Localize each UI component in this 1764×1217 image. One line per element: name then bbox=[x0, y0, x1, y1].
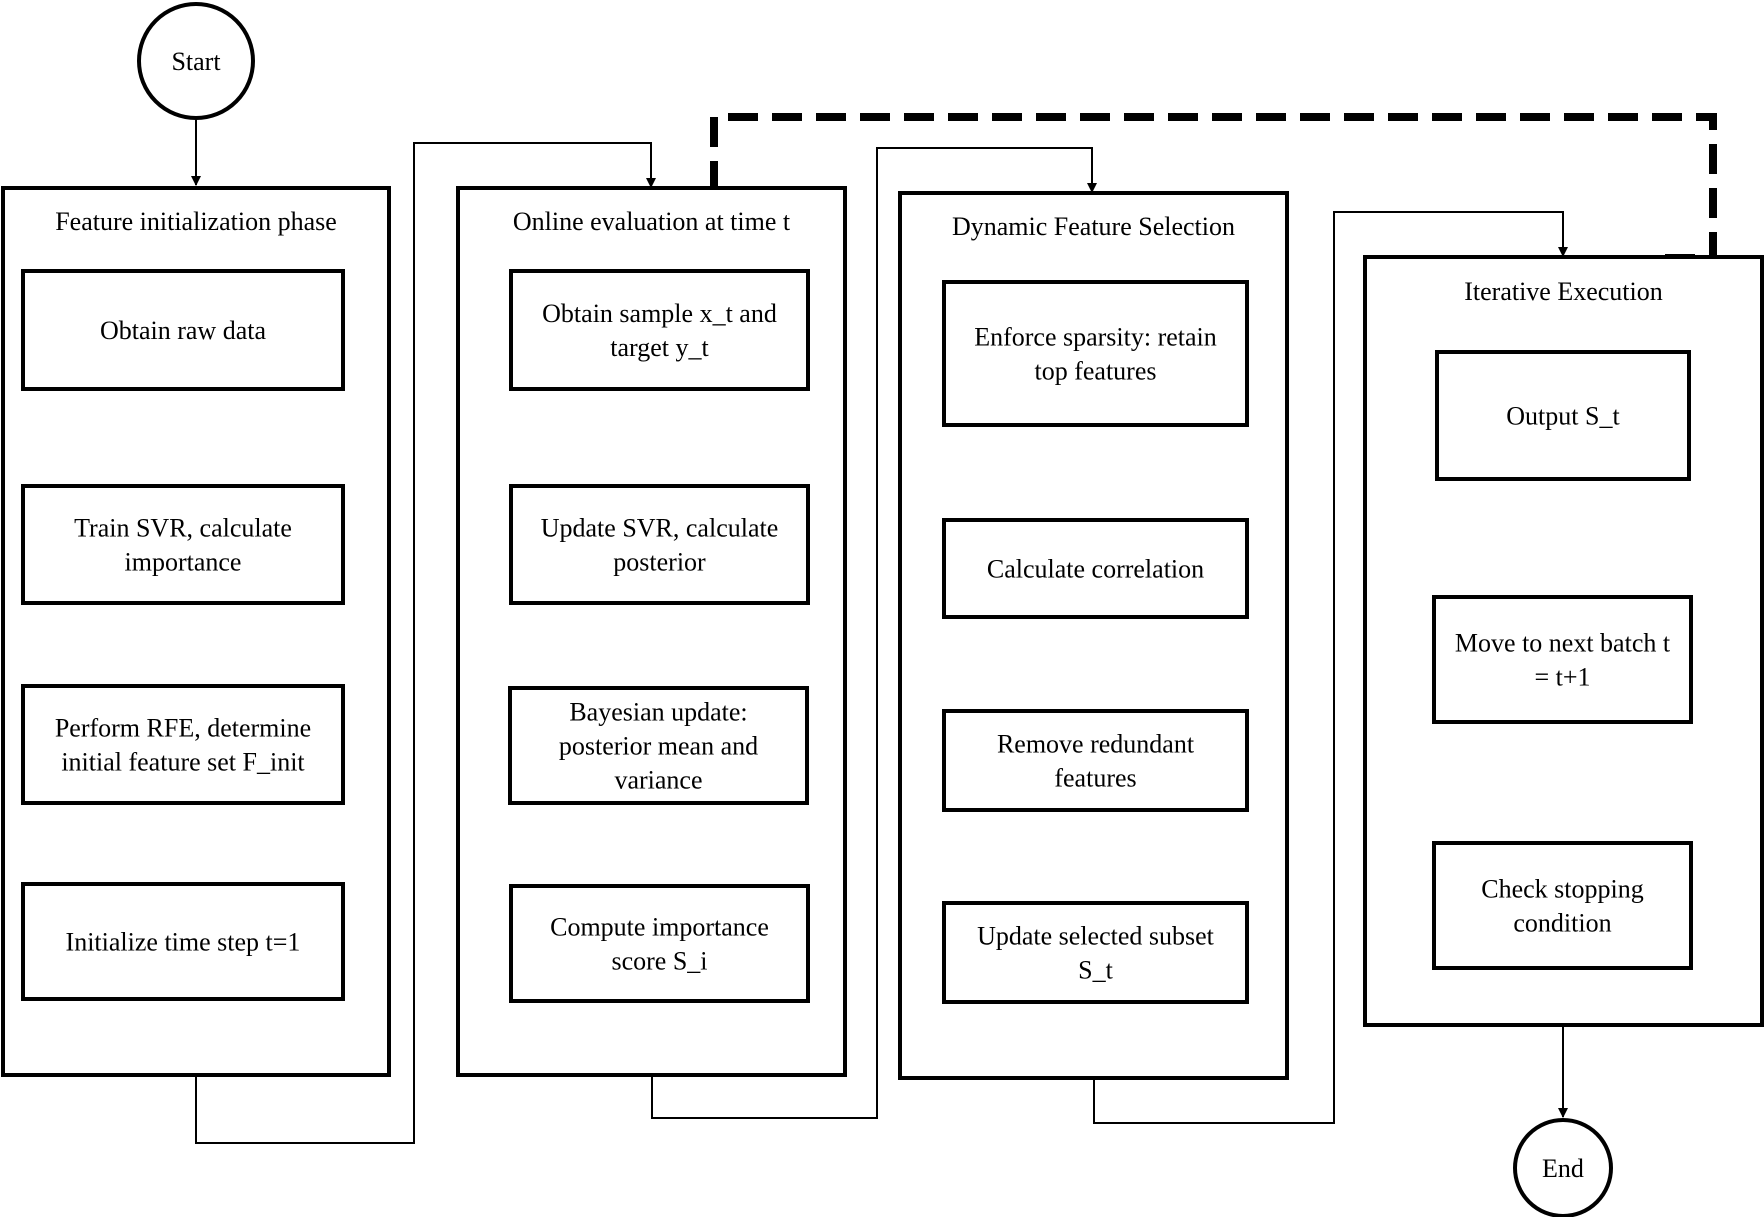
step-box-outline bbox=[942, 518, 1249, 619]
step-label: importance bbox=[125, 548, 242, 577]
step-label: score S_i bbox=[611, 947, 707, 976]
step-label: target y_t bbox=[610, 333, 709, 362]
step-label: Bayesian update: bbox=[569, 698, 747, 727]
step-label: Update SVR, calculate bbox=[541, 514, 779, 543]
step-box-outline bbox=[1435, 350, 1691, 481]
step-box: Obtain sample x_t and target y_t bbox=[509, 269, 810, 391]
step-label: initial feature set F_init bbox=[61, 748, 305, 777]
step-label: features bbox=[1054, 764, 1136, 793]
step-label: Obtain raw data bbox=[100, 316, 267, 345]
step-box-outline bbox=[21, 882, 345, 1001]
step-label: Enforce sparsity: retain bbox=[974, 323, 1217, 352]
end-label: End bbox=[1542, 1154, 1584, 1183]
step-label: Move to next batch t bbox=[1455, 629, 1671, 658]
step-box-outline bbox=[942, 901, 1249, 1004]
dashed-loop-back-arrow bbox=[702, 113, 1717, 270]
step-box: Enforce sparsity: retain top features bbox=[942, 280, 1249, 427]
start-terminal: Start bbox=[137, 2, 255, 120]
step-box-outline bbox=[942, 280, 1249, 427]
step-box: Calculate correlation bbox=[942, 518, 1249, 619]
step-box-outline bbox=[1432, 595, 1693, 724]
step-label: Remove redundant bbox=[997, 730, 1195, 759]
end-terminal: End bbox=[1513, 1118, 1613, 1217]
step-box-outline bbox=[509, 884, 810, 1003]
step-label: Output S_t bbox=[1506, 402, 1620, 431]
step-box-outline bbox=[509, 269, 810, 391]
step-label: Update selected subset bbox=[977, 922, 1215, 951]
step-box: Bayesian update: posterior mean and varian… bbox=[508, 686, 809, 805]
arrow-phase2-to-phase3 bbox=[651, 147, 1097, 1119]
step-label: Initialize time step t=1 bbox=[66, 928, 301, 957]
phase-title: Online evaluation at time t bbox=[513, 207, 791, 236]
step-box-outline bbox=[509, 484, 810, 605]
step-label: = t+1 bbox=[1534, 663, 1590, 692]
step-label: Compute importance bbox=[550, 913, 769, 942]
step-box: Initialize time step t=1 bbox=[21, 882, 345, 1001]
step-label: posterior mean and bbox=[559, 732, 758, 761]
step-label: Obtain sample x_t and bbox=[542, 299, 777, 328]
step-box: Check stopping condition bbox=[1432, 841, 1693, 970]
step-box: Update SVR, calculate posterior bbox=[509, 484, 810, 605]
arrow-phase1-to-phase2 bbox=[195, 142, 656, 1144]
step-box-outline bbox=[1432, 841, 1693, 970]
step-label: Check stopping bbox=[1481, 875, 1644, 904]
step-box: Remove redundant features bbox=[942, 709, 1249, 812]
step-box: Obtain raw data bbox=[21, 269, 345, 391]
phase-title: Feature initialization phase bbox=[55, 207, 337, 236]
step-box: Move to next batch t = t+1 bbox=[1432, 595, 1693, 724]
step-box-outline bbox=[21, 484, 345, 605]
phase-title: Dynamic Feature Selection bbox=[952, 212, 1235, 241]
step-box-outline bbox=[21, 269, 345, 391]
step-label: Calculate correlation bbox=[987, 555, 1204, 584]
phase-title: Iterative Execution bbox=[1464, 277, 1663, 306]
step-label: top features bbox=[1034, 357, 1156, 386]
step-label: condition bbox=[1513, 909, 1611, 938]
step-label: S_t bbox=[1078, 956, 1113, 985]
step-box: Perform RFE, determine initial feature se… bbox=[21, 684, 345, 805]
step-box-outline bbox=[942, 709, 1249, 812]
start-label: Start bbox=[171, 47, 221, 76]
step-label: Perform RFE, determine bbox=[55, 714, 311, 743]
arrow-phase3-to-phase4 bbox=[1093, 211, 1568, 1124]
step-label: posterior bbox=[613, 548, 706, 577]
step-label: variance bbox=[614, 766, 702, 795]
step-label: Train SVR, calculate bbox=[74, 514, 292, 543]
step-box: Train SVR, calculate importance bbox=[21, 484, 345, 605]
step-box: Output S_t bbox=[1435, 350, 1691, 481]
step-box: Compute importance score S_i bbox=[509, 884, 810, 1003]
step-box-outline bbox=[508, 686, 809, 805]
step-box-outline bbox=[21, 684, 345, 805]
